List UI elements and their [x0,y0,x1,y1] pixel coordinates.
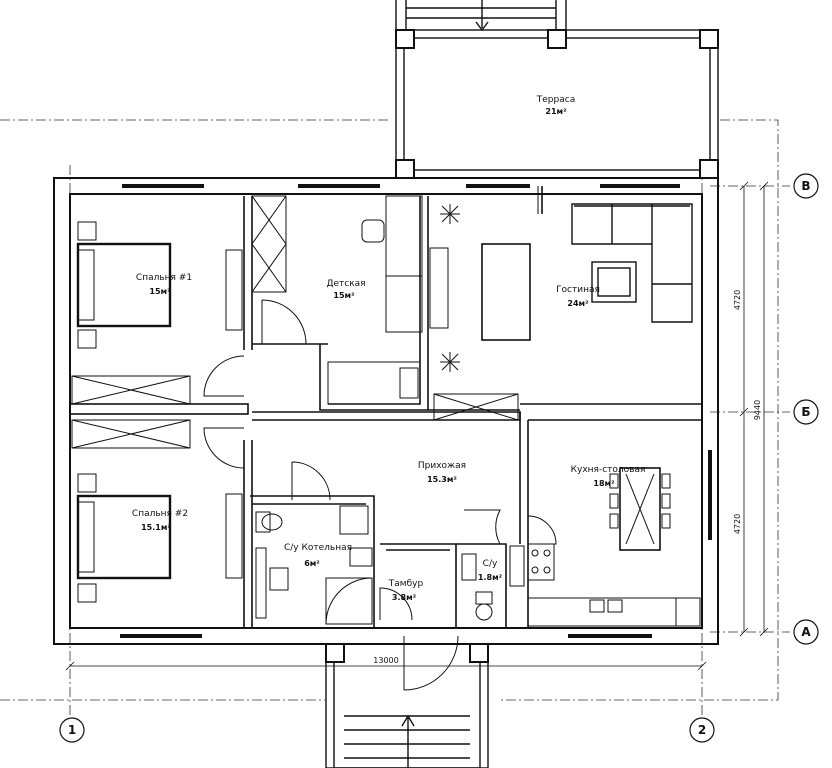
kitchen-name: Кухня-столовая [571,465,646,475]
kitchen-area: 18м² [593,479,615,488]
vestibule-name: Тамбур [388,579,424,589]
overall-width-label: 13000 [373,656,398,665]
terrace-name: Терраса [536,95,575,105]
vestibule-area: 3.8м² [392,593,417,602]
bedroom2-area: 15.1м² [141,523,171,532]
interior-walls [69,186,702,628]
bedroom1-area: 15м² [149,287,171,296]
bedroom2-name: Спальня #2 [132,509,188,519]
bath-name: С/у Котельная [284,543,352,553]
wc-name: С/у [483,559,498,569]
hall-area: 15.3м² [427,475,457,484]
plant-icons [440,204,460,372]
overall-depth-label: 9440 [753,400,762,420]
study-furniture [327,195,449,405]
axis-label-b: Б [801,405,810,419]
axis-label-a: А [801,625,811,639]
doors [203,186,557,691]
upper-depth-label: 4720 [733,290,742,310]
axis-labels: В Б А 1 2 [68,179,812,737]
axis-label-v: В [801,179,810,193]
bathroom-fixtures [255,505,525,625]
terrace-area: 21м² [545,107,567,116]
kitchen-furniture [527,467,701,627]
living-furniture [481,203,693,341]
living-area: 24м² [567,299,589,308]
axis-label-1: 1 [68,723,76,737]
study-area: 15м² [333,291,355,300]
closets [71,195,519,449]
porch [325,643,489,768]
dimension-labels: 13000 4720 4720 9440 [373,290,762,665]
living-name: Гостиная [556,285,600,295]
exterior-walls [53,177,719,645]
study-name: Детская [326,279,365,289]
axis-markers [59,173,819,743]
dimension-lines [65,181,769,671]
bath-area: 6м² [304,559,320,568]
terrace [395,0,719,179]
wc-area: 1.8м² [478,573,503,582]
axis-label-2: 2 [698,723,706,737]
lower-depth-label: 4720 [733,514,742,534]
hall-name: Прихожая [418,461,466,471]
bedroom1-name: Спальня #1 [136,273,192,283]
bedroom-furniture [76,221,243,603]
room-labels: Терраса 21м² Спальня #1 15м² Детская 15м… [132,95,645,602]
